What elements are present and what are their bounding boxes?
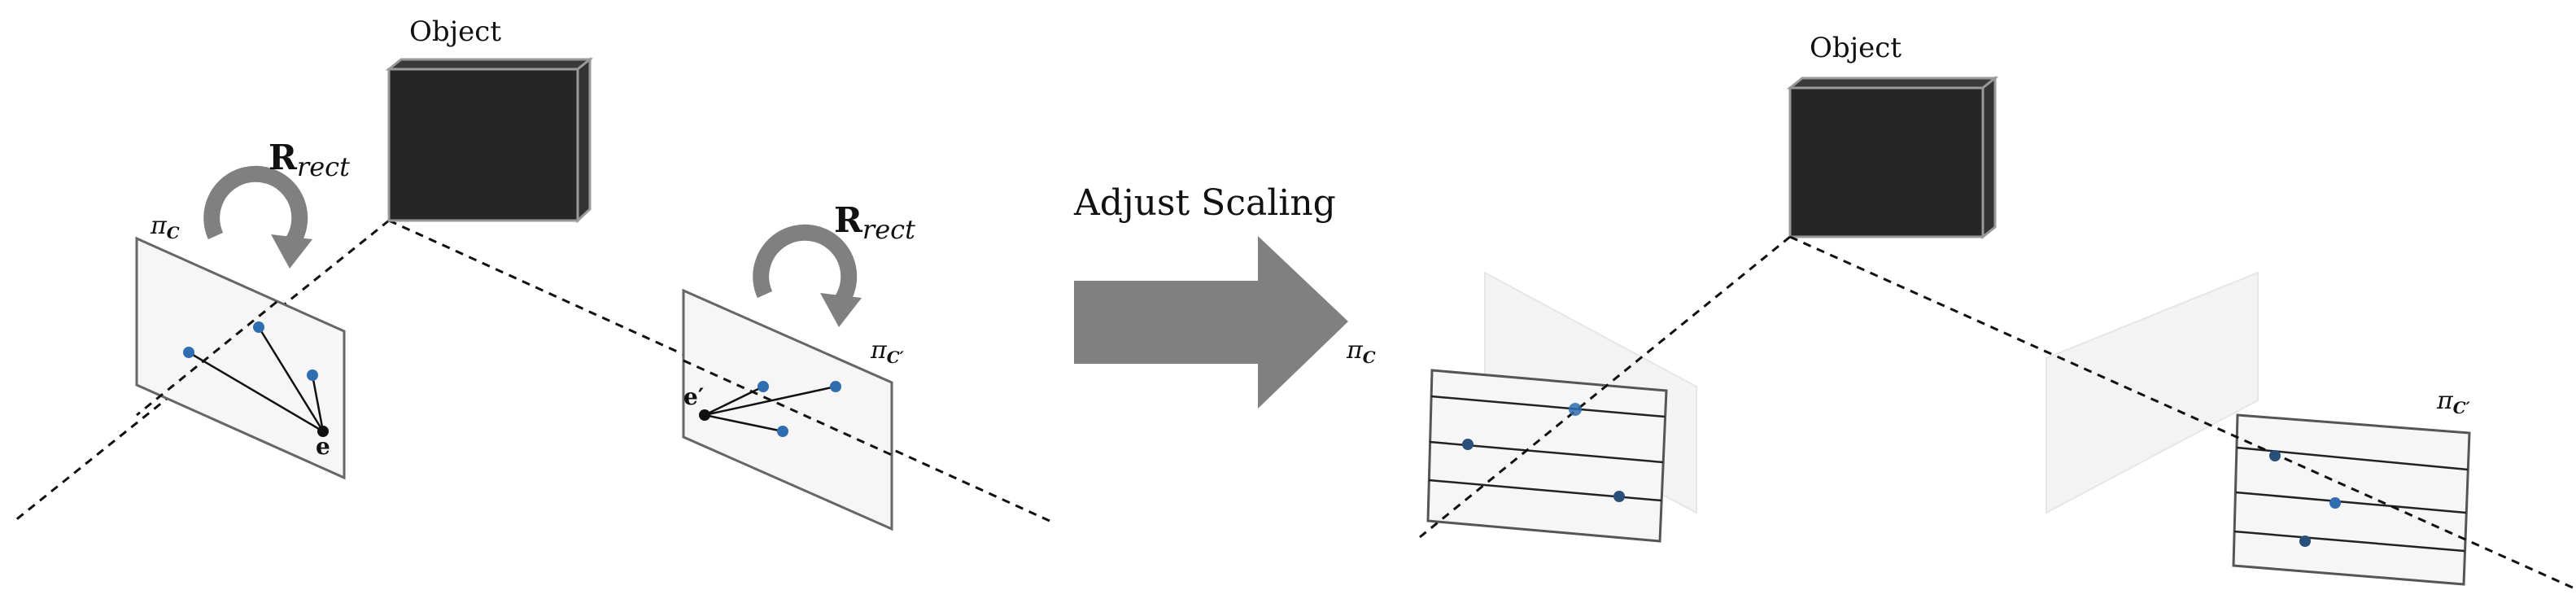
left-rotation-arrow-icon xyxy=(203,165,312,269)
rectified-right-point-1 xyxy=(2269,450,2281,461)
left-projection-line-over-plane xyxy=(136,300,277,417)
right-scene: Object πC′ xyxy=(1419,32,2574,589)
right-epipole xyxy=(699,409,710,421)
rectified-left-point-2 xyxy=(1462,439,1474,450)
rectified-left-point-1 xyxy=(1569,403,1582,416)
rectified-left-point-3 xyxy=(1613,491,1625,502)
adjust-scaling-arrow: Adjust Scaling πC xyxy=(1073,182,1376,409)
right-point-1 xyxy=(758,381,769,392)
right-scene-right-line xyxy=(1789,235,2574,589)
right-scene-left-line xyxy=(1419,235,1791,539)
rectified-left-plane xyxy=(1426,369,1668,543)
right-rotation-label: Rrect xyxy=(834,200,915,245)
left-point-1 xyxy=(183,347,194,358)
right-point-3 xyxy=(777,426,788,437)
object-label: Object xyxy=(409,15,501,48)
rectified-right-point-2 xyxy=(2329,497,2341,509)
faint-right-plane xyxy=(2046,271,2259,514)
left-image-plane xyxy=(135,236,346,480)
left-point-3 xyxy=(307,369,318,381)
left-plane-label: πC xyxy=(150,212,180,243)
right-projection-line xyxy=(388,219,1050,522)
right-epipolar-lines xyxy=(704,385,836,433)
left-epipolar-lines xyxy=(188,326,325,433)
left-epipole xyxy=(317,426,329,437)
left-point-2 xyxy=(253,321,264,333)
right-rotation-arrow-icon xyxy=(753,224,862,327)
right-plane-label: πC′ xyxy=(870,336,905,367)
left-rotation-label: Rrect xyxy=(269,138,350,182)
rectified-right-plane-label: πC′ xyxy=(2436,387,2471,417)
left-epipole-label: e xyxy=(316,433,330,460)
right-projection-line-over-plane xyxy=(683,359,893,457)
object-label-right: Object xyxy=(1810,32,1901,64)
right-point-2 xyxy=(830,381,841,392)
big-arrow-icon xyxy=(1074,236,1348,409)
left-scene: Object πC e Rrect πC′ xyxy=(14,15,1050,531)
rectified-right-point-3 xyxy=(2299,536,2311,547)
object-cube xyxy=(385,56,594,224)
rectified-right-plane xyxy=(2232,413,2471,586)
adjust-scaling-label: Adjust Scaling xyxy=(1073,182,1336,224)
object-cube-right xyxy=(1786,75,1999,240)
right-image-plane xyxy=(682,288,893,531)
right-epipole-label: e′ xyxy=(683,383,704,410)
middle-plane-label: πC xyxy=(1346,336,1376,367)
